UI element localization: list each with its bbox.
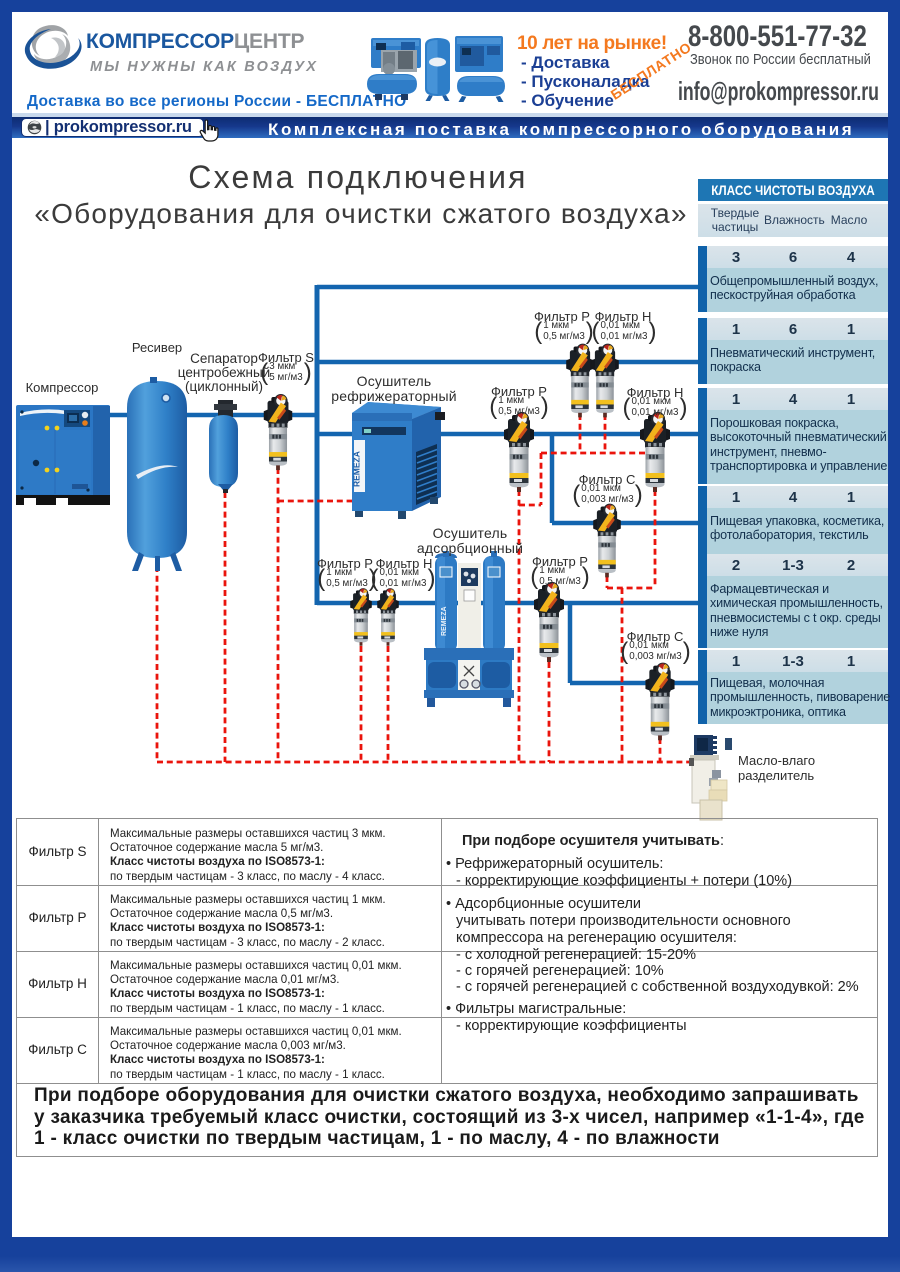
svg-text:REMEZA: REMEZA — [352, 451, 362, 487]
svg-text:REMEZA: REMEZA — [441, 606, 448, 636]
